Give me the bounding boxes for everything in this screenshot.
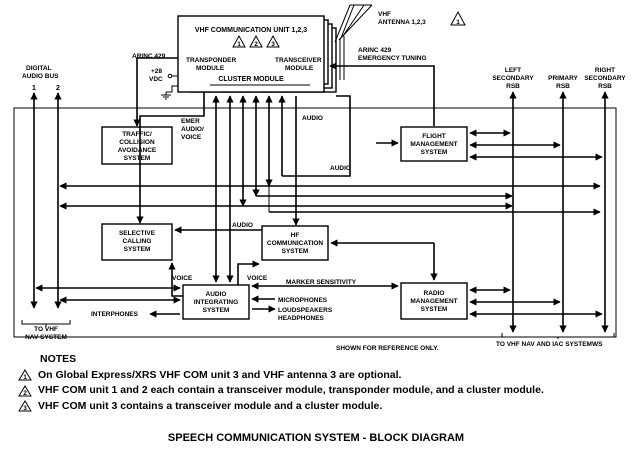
system-boundary xyxy=(13,107,617,338)
note-text-1: On Global Express/XRS VHF COM unit 3 and… xyxy=(38,368,402,381)
svg-text:AUDIO: AUDIO xyxy=(206,291,227,298)
svg-text:MANAGEMENT: MANAGEMENT xyxy=(410,298,457,305)
note-triangle-icon: 2 xyxy=(18,384,32,397)
cluster-module-label: CLUSTER MODULE xyxy=(218,76,284,83)
emergency-tuning-label: EMERGENCY TUNING xyxy=(358,55,427,62)
ground-icon xyxy=(161,92,171,100)
note-triangle-icon: 1 xyxy=(18,369,32,381)
svg-text:2: 2 xyxy=(254,41,258,48)
arinc-429-right-label: ARINC 429 xyxy=(358,47,392,54)
audio-label-upper: AUDIO xyxy=(302,115,323,122)
vdc-label: +28 xyxy=(151,68,162,75)
note-mark-icons-unit: 1 2 3 xyxy=(232,34,280,48)
svg-text:1: 1 xyxy=(456,19,460,26)
svg-text:SYSTEM: SYSTEM xyxy=(203,307,230,314)
left-rsb-label-2: SECONDARY xyxy=(492,75,534,82)
audio-label-lower: AUDIO xyxy=(232,222,253,229)
left-rsb-label-3: RSB xyxy=(506,83,520,90)
hf-box xyxy=(261,225,329,261)
headphones-label: HEADPHONES xyxy=(278,315,325,322)
right-rsb-label: RIGHT xyxy=(595,67,615,74)
svg-text:SYSTEM: SYSTEM xyxy=(421,149,448,156)
selcal-box xyxy=(101,223,173,261)
svg-text:2: 2 xyxy=(23,390,27,397)
tcas-box xyxy=(101,126,173,165)
note-triangle-icon xyxy=(266,34,280,48)
note-text-2: VHF COM unit 1 and 2 each contain a tran… xyxy=(38,384,544,396)
loudspeakers-label: LOUDSPEAKERS xyxy=(278,307,333,314)
svg-text:SYSTEM: SYSTEM xyxy=(124,246,151,253)
emer-audio-label-2: AUDIO/ xyxy=(181,126,204,133)
svg-text:COLLISION: COLLISION xyxy=(119,139,155,146)
notes-heading: NOTES xyxy=(40,353,77,365)
note-row-3: 3 VHF COM unit 3 contains a transceiver … xyxy=(18,399,544,415)
svg-text:AVOIDANCE: AVOIDANCE xyxy=(118,147,157,154)
diagram-title: SPEECH COMMUNICATION SYSTEM - BLOCK DIAG… xyxy=(167,432,465,444)
svg-text:SYSTEM: SYSTEM xyxy=(421,306,448,313)
svg-text:1: 1 xyxy=(237,41,241,48)
audio-label-middle: AUDIO xyxy=(330,165,351,172)
antenna-icon xyxy=(334,4,373,80)
voice-label-left: VOICE xyxy=(172,275,193,282)
to-vhf-nav-label-2: NAV SYSTEM xyxy=(25,334,67,341)
digital-audio-bus-label-2: AUDIO BUS xyxy=(22,73,59,80)
svg-text:FLIGHT: FLIGHT xyxy=(422,133,445,140)
marker-sensitivity-label: MARKER SENSITIVITY xyxy=(286,279,357,286)
right-rsb-label-2: SECONDARY xyxy=(584,75,626,82)
transponder-label: TRANSPONDER xyxy=(186,57,237,64)
bus-1-label: 1 xyxy=(32,85,36,92)
note-text-3: VHF COM unit 3 contains a transceiver mo… xyxy=(38,399,383,412)
to-vhf-nav-label: TO VHF xyxy=(34,326,58,333)
svg-text:SELECTIVE: SELECTIVE xyxy=(119,230,156,237)
svg-text:3: 3 xyxy=(271,41,275,48)
note-row-1: 1 On Global Express/XRS VHF COM unit 3 a… xyxy=(18,368,544,384)
digital-audio-bus-label: DIGITAL xyxy=(26,65,52,72)
svg-text:MANAGEMENT: MANAGEMENT xyxy=(410,141,457,148)
arinc-429-left-label: ARINC 429 xyxy=(132,53,166,60)
ais-box xyxy=(182,284,250,320)
radio-management-box xyxy=(400,282,468,320)
note-triangle-icon: 3 xyxy=(18,400,32,412)
note-triangle-icon xyxy=(450,10,466,26)
left-rsb-label: LEFT xyxy=(505,67,521,74)
interphones-label: INTERPHONES xyxy=(91,311,139,318)
svg-text:1: 1 xyxy=(23,374,27,381)
primary-rsb-label: PRIMARY xyxy=(548,75,578,82)
voice-label-right: VOICE xyxy=(247,275,268,282)
emer-audio-label: EMER xyxy=(181,118,200,125)
antenna-label: VHF xyxy=(378,11,391,18)
to-vhf-nav-iac-label: TO VHF NAV AND IAC SYSTEMWS xyxy=(496,341,603,348)
svg-text:SYSTEM: SYSTEM xyxy=(282,248,309,255)
note-row-2: 2 VHF COM unit 1 and 2 each contain a tr… xyxy=(18,383,544,399)
transceiver-label-2: MODULE xyxy=(285,65,314,72)
svg-text:SYSTEM: SYSTEM xyxy=(124,155,151,162)
svg-text:CALLING: CALLING xyxy=(123,238,152,245)
transceiver-label: TRANSCEIVER xyxy=(275,57,322,64)
vhf-unit-title: VHF COMMUNICATION UNIT 1,2,3 xyxy=(195,27,307,34)
right-rsb-label-3: RSB xyxy=(598,83,612,90)
notes-section: NOTES 1 On Global Express/XRS VHF COM un… xyxy=(18,352,544,414)
emer-audio-label-3: VOICE xyxy=(181,134,202,141)
fms-box xyxy=(400,126,468,162)
svg-text:TRAFFIC/: TRAFFIC/ xyxy=(122,131,152,138)
svg-text:RADIO: RADIO xyxy=(424,290,445,297)
svg-text:HF: HF xyxy=(291,232,300,239)
reference-label: SHOWN FOR REFERENCE ONLY. xyxy=(336,345,439,352)
microphones-label: MICROPHONES xyxy=(278,297,328,304)
vdc-label-2: VDC xyxy=(149,76,163,83)
note-triangle-icon xyxy=(232,34,246,48)
vhf-communication-unit xyxy=(177,15,337,93)
bus-2-label: 2 xyxy=(56,85,60,92)
svg-text:COMMUNICATION: COMMUNICATION xyxy=(267,240,324,247)
note-triangle-icon xyxy=(249,34,263,48)
svg-text:3: 3 xyxy=(23,405,27,412)
primary-rsb-label-2: RSB xyxy=(556,83,570,90)
svg-text:INTEGRATING: INTEGRATING xyxy=(194,299,238,306)
transponder-label-2: MODULE xyxy=(196,65,225,72)
antenna-label-2: ANTENNA 1,2,3 xyxy=(378,19,426,26)
